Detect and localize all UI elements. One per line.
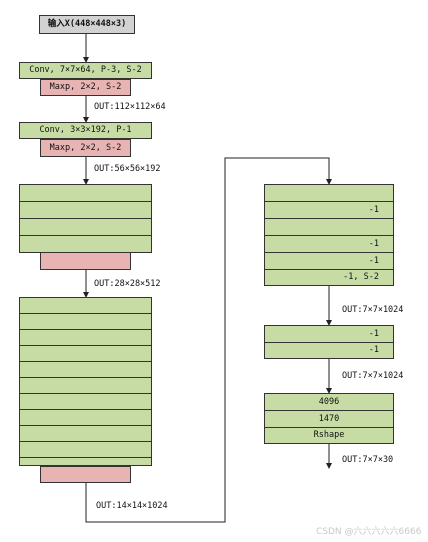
conv-layer: -1, S-2 — [264, 269, 394, 286]
conv-layer: -1 — [264, 201, 394, 219]
fc-layer-4096: 4096 — [264, 393, 394, 411]
conv-layer — [19, 329, 152, 346]
conv-layer — [19, 313, 152, 330]
reshape-layer: Rshape — [264, 427, 394, 444]
conv-layer: -1 — [264, 325, 394, 343]
maxpool3-block — [40, 252, 131, 270]
conv-layer — [264, 184, 394, 202]
out-label-stage5: OUT:7×7×1024 — [342, 305, 404, 315]
conv2-block: Conv, 3×3×192, P-1 — [19, 122, 152, 139]
conv-layer — [19, 297, 152, 314]
connector-stage4-to-stage5 — [85, 157, 332, 523]
conv-layer — [19, 235, 152, 253]
out-label-stage6: OUT:7×7×1024 — [342, 371, 404, 381]
conv-layer — [19, 377, 152, 394]
conv-layer — [19, 201, 152, 219]
watermark: CSDN @六六六六六6666 — [316, 527, 422, 537]
conv-layer — [19, 393, 152, 410]
conv-layer — [19, 457, 152, 466]
conv-layer — [19, 184, 152, 202]
out-label-stage7: OUT:7×7×30 — [342, 455, 394, 465]
out-label-stage1: OUT:112×112×64 — [94, 102, 166, 112]
conv-layer — [19, 345, 152, 362]
conv1-block: Conv, 7×7×64, P-3, S-2 — [19, 62, 152, 79]
conv-layer: -1 — [264, 235, 394, 253]
out-label-stage3: OUT:28×28×512 — [94, 279, 161, 289]
conv-layer — [19, 361, 152, 378]
conv-layer — [264, 218, 394, 236]
maxpool1-block: Maxp, 2×2, S-2 — [40, 79, 131, 96]
fc-layer-1470: 1470 — [264, 410, 394, 428]
out-label-stage4: OUT:14×14×1024 — [96, 501, 168, 511]
input-box: 输入X(448×448×3) — [39, 15, 135, 34]
conv-layer — [19, 218, 152, 236]
maxpool4-block — [40, 466, 131, 483]
conv-layer: -1 — [264, 252, 394, 270]
out-label-stage2: OUT:56×56×192 — [94, 164, 161, 174]
conv-layer: -1 — [264, 342, 394, 359]
conv-layer — [19, 441, 152, 458]
conv-layer — [19, 425, 152, 442]
conv-layer — [19, 409, 152, 426]
maxpool2-block: Maxp, 2×2, S-2 — [40, 139, 131, 157]
